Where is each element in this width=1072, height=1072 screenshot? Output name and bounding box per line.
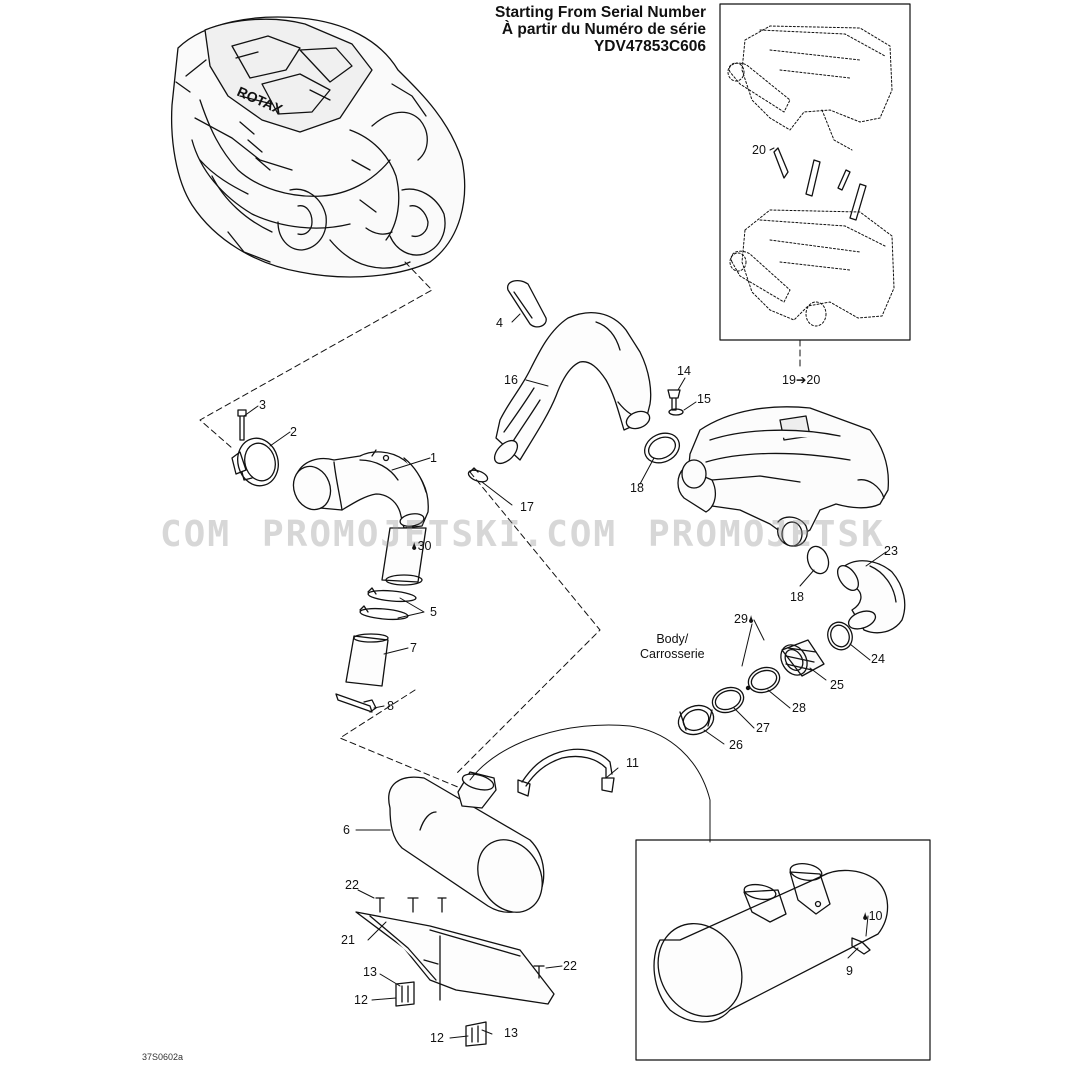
- callout-29: 29🌢: [734, 612, 755, 626]
- part-2-clamp: [231, 437, 279, 487]
- callout-17: 17: [520, 500, 534, 514]
- callout-21: 21: [341, 933, 355, 947]
- watermark-right: PROMOJETSK: [648, 514, 885, 555]
- callout-27: 27: [756, 721, 770, 735]
- callout-22-lower: 22: [563, 959, 577, 973]
- callout-13-upper: 13: [363, 965, 377, 979]
- callout-12-upper: 12: [354, 993, 368, 1007]
- part-23-elbow-hose: [836, 560, 906, 634]
- part-18-clamp-upper: [643, 432, 681, 464]
- callout-10: 🌢10: [862, 909, 883, 923]
- diagram-reference-code: 37S0602a: [142, 1052, 184, 1062]
- part-30-pipe-segment: [381, 527, 427, 583]
- callout-30: 🌢30: [411, 539, 432, 553]
- part-1-exhaust-pipe: [292, 449, 429, 529]
- callout-23: 23: [884, 544, 898, 558]
- part-12-bracket-lower: [465, 1021, 487, 1047]
- part-22-screws: [375, 897, 545, 979]
- muffler-detail-inset-box: [635, 839, 931, 1061]
- drop-symbol-10: 🌢: [862, 911, 869, 923]
- part-19-muffler: [677, 406, 890, 547]
- part-21-tray: [355, 911, 555, 1005]
- part-8-clamp: [335, 693, 373, 713]
- watermark-left: COM: [160, 514, 232, 555]
- part-5-clamp-lower: [359, 607, 409, 621]
- dashed-leader-lines: [199, 261, 801, 791]
- header-line-english: Starting From Serial Number: [494, 4, 706, 21]
- callout-1: 1: [430, 451, 437, 465]
- callout-18-upper: 18: [630, 481, 644, 495]
- drop-symbol-30: 🌢: [411, 541, 418, 553]
- engine-illustration: ROTAX: [171, 16, 466, 278]
- callout-leader-lines: [243, 147, 887, 1039]
- callout-18-lower: 18: [790, 590, 804, 604]
- callout-25: 25: [830, 678, 844, 692]
- callout-9: 9: [846, 964, 853, 978]
- callout-13-lower: 13: [504, 1026, 518, 1040]
- callout-15: 15: [697, 392, 711, 406]
- part-15-washer: [668, 408, 684, 416]
- part-25-fitting: [780, 639, 825, 677]
- callout-8: 8: [387, 699, 394, 713]
- body-note-line1: Body/: [656, 632, 689, 646]
- serial-number-header: Starting From Serial Number À partir du …: [495, 4, 706, 55]
- part-4-band: [507, 279, 547, 328]
- callout-12-lower: 12: [430, 1031, 444, 1045]
- part-14-screw: [667, 389, 681, 411]
- part-12-bracket-upper: [395, 981, 415, 1007]
- body-carrosserie-note: Body/ Carrosserie: [640, 632, 705, 662]
- header-serial-number: YDV47853C606: [593, 38, 706, 55]
- callout-3: 3: [259, 398, 266, 412]
- part-26-nut: [677, 704, 715, 736]
- callout-28: 28: [792, 701, 806, 715]
- header-line-french: À partir du Numéro de série: [501, 21, 706, 38]
- callout-20: 20: [752, 143, 766, 157]
- callout-4: 4: [496, 316, 503, 330]
- part-24-clamp: [827, 621, 853, 651]
- callout-2: 2: [290, 425, 297, 439]
- part-27-ring: [711, 686, 745, 714]
- muffler-kit-inset-box: [719, 3, 911, 341]
- part-16-hose: [493, 312, 652, 465]
- part-17-clamp: [467, 469, 489, 483]
- body-note-line2: Carrosserie: [640, 647, 705, 661]
- callout-6: 6: [343, 823, 350, 837]
- part-5-clamp-upper: [367, 589, 417, 603]
- callout-14: 14: [677, 364, 691, 378]
- callout-26: 26: [729, 738, 743, 752]
- part-18-clamp-lower: [806, 545, 830, 575]
- part-28-o-ring: [747, 666, 781, 694]
- part-7-hose-segment: [345, 635, 389, 687]
- callout-16: 16: [504, 373, 518, 387]
- drop-symbol-29: 🌢: [747, 614, 755, 626]
- callout-5: 5: [430, 605, 437, 619]
- callout-24: 24: [871, 652, 885, 666]
- watermark-middle: PROMOJETSKI.COM: [262, 514, 618, 555]
- callout-7: 7: [410, 641, 417, 655]
- callout-11: 11: [626, 756, 639, 770]
- callout-22-upper: 22: [345, 878, 359, 892]
- part-11-strap: [517, 748, 615, 797]
- part-6-waterbox-muffler: [388, 771, 545, 913]
- callout-19-20: 19➔20: [782, 373, 821, 387]
- part-3-screw: [237, 409, 247, 441]
